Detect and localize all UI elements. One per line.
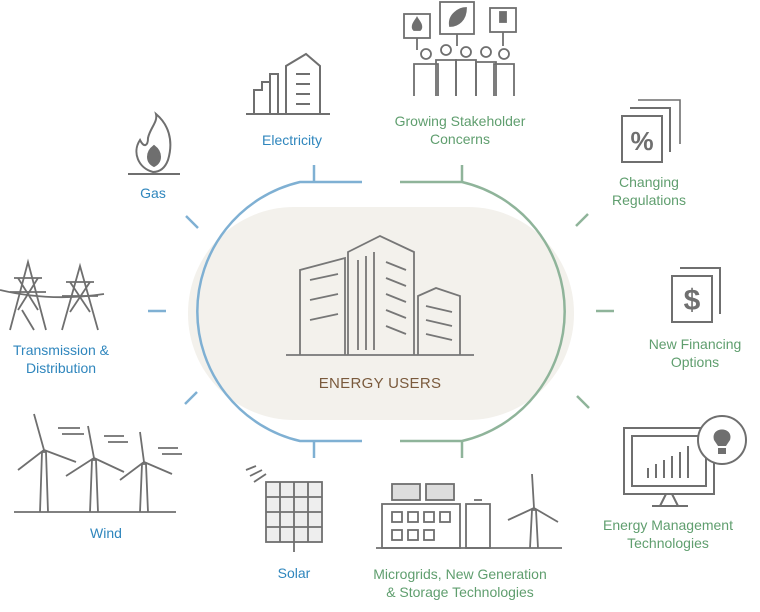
label-solar: Solar [277, 565, 311, 581]
label-microgrids: Microgrids, New Generation & Storage Tec… [346, 565, 574, 601]
label-financing-line1: New Financing [648, 336, 742, 352]
wind-turbines-icon [14, 413, 182, 513]
left-ticks [148, 165, 316, 458]
gas-flame-icon [128, 111, 180, 175]
financing-document-icon [671, 267, 721, 323]
label-stakeholder-line1: Growing Stakeholder [394, 113, 526, 129]
center-fill [188, 207, 574, 420]
label-regulations: Changing Regulations [590, 173, 708, 209]
left-arc [196, 180, 362, 443]
label-energy-management-line1: Energy Management [603, 517, 733, 533]
dollar-glyph: $ [684, 284, 701, 317]
right-arc [400, 180, 566, 443]
lightbulb-icon [697, 415, 747, 465]
label-regulations-line2: Regulations [612, 192, 686, 208]
transmission-towers-icon [0, 258, 105, 331]
electricity-factory-icon [246, 52, 330, 115]
label-transmission-line1: Transmission & [13, 342, 109, 358]
label-transmission-line2: Distribution [25, 360, 97, 376]
label-financing-line2: Options [670, 354, 720, 370]
label-gas: Gas [140, 185, 166, 201]
label-financing: New Financing Options [632, 335, 758, 371]
label-wind: Wind [90, 525, 122, 541]
buildings-icon [286, 234, 474, 356]
label-stakeholder: Growing Stakeholder Concerns [370, 112, 550, 148]
label-microgrids-line2: & Storage Technologies [386, 584, 534, 600]
label-energy-management: Energy Management Technologies [580, 516, 756, 552]
energy-management-monitor-icon [623, 427, 715, 507]
regulations-document-icon [621, 99, 681, 163]
microgrids-icon [376, 473, 562, 549]
solar-panel-icon [245, 465, 323, 552]
stakeholder-crowd-icon [403, 1, 517, 96]
label-electricity: Electricity [262, 132, 322, 148]
label-energy-management-line2: Technologies [627, 535, 709, 551]
label-microgrids-line1: Microgrids, New Generation [373, 566, 547, 582]
label-regulations-line1: Changing [619, 174, 679, 190]
center-label: ENERGY USERS [318, 375, 442, 392]
label-stakeholder-line2: Concerns [430, 131, 490, 147]
right-ticks [460, 165, 614, 458]
percent-glyph: % [630, 126, 653, 156]
label-transmission: Transmission & Distribution [0, 341, 122, 377]
